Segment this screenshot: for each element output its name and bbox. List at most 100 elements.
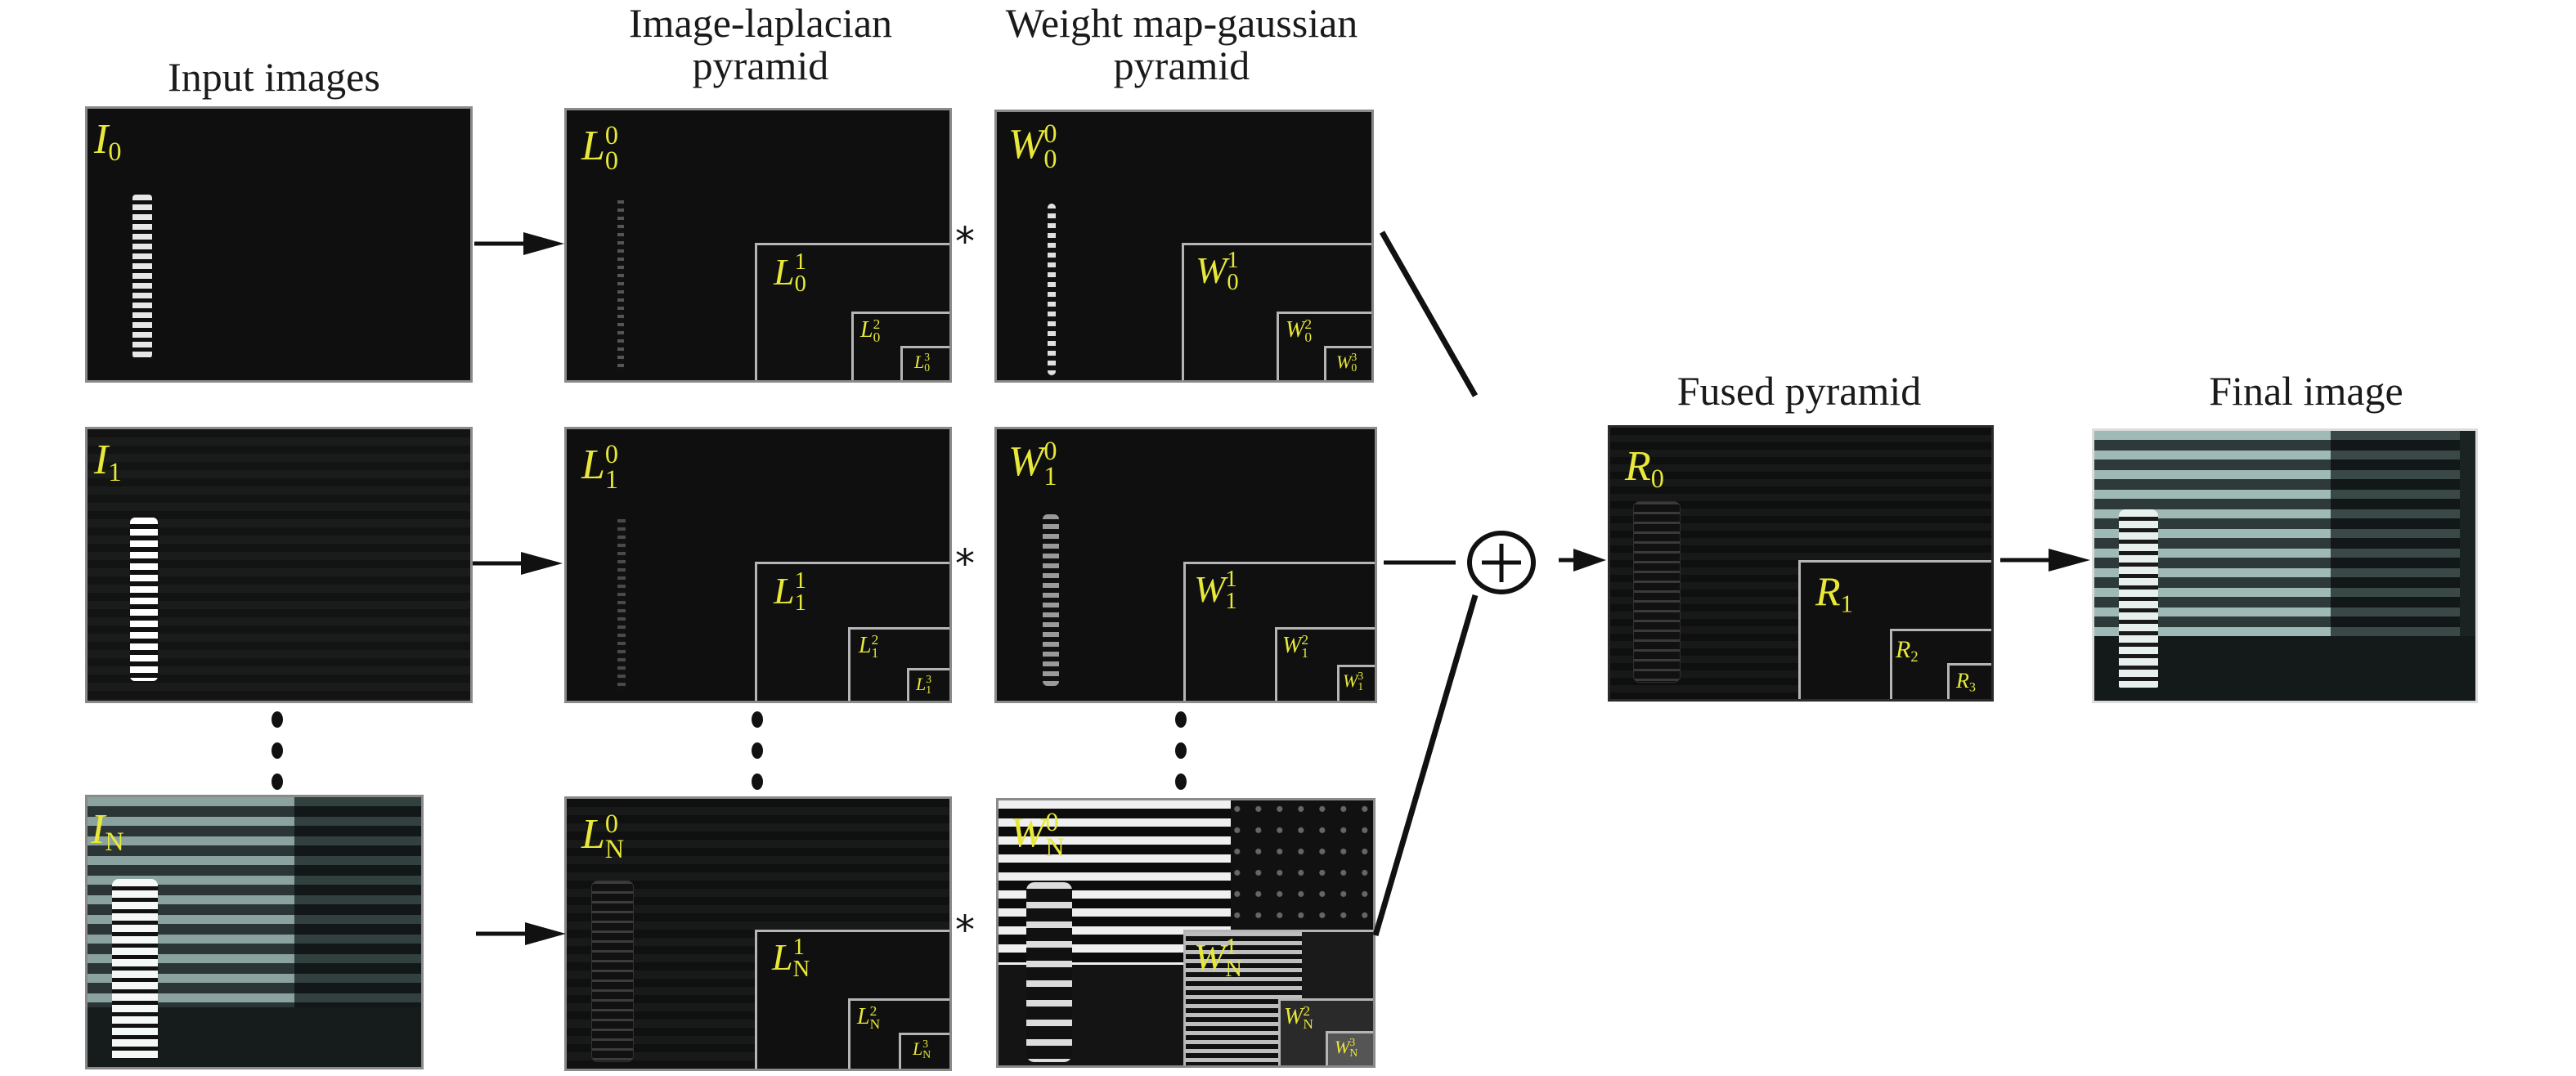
- title-laplacian-pyramid: Image-laplacian pyramid: [564, 2, 957, 87]
- label-I0: I0: [94, 116, 122, 167]
- arrow-input-to-laplacian-N: [476, 922, 566, 945]
- final-image: [2092, 428, 2478, 703]
- multiply-operator-0: *: [955, 219, 975, 265]
- multiply-operator-N: *: [955, 908, 975, 953]
- sum-operator-icon: [1467, 531, 1536, 594]
- line-weightN-to-sum: [1372, 594, 1479, 936]
- label-R3: R3: [1956, 669, 1976, 695]
- label-R2: R2: [1896, 636, 1919, 666]
- fringe-dots: [132, 195, 152, 358]
- title-weight-line2: pyramid: [1113, 43, 1250, 88]
- striped-cylinder: [112, 879, 158, 1059]
- title-weight-line1: Weight map-gaussian: [1005, 0, 1358, 46]
- weight-dots: [1048, 204, 1056, 375]
- dark-stripes: [2330, 431, 2461, 636]
- label-IN: IN: [91, 806, 124, 857]
- arrowhead-icon: [523, 232, 564, 255]
- cylinder-edges: [591, 881, 634, 1062]
- dark-stripes: [294, 797, 421, 1008]
- input-image-1: I1: [85, 427, 473, 703]
- arrow-input-to-laplacian-1: [473, 552, 563, 575]
- title-fused-pyramid: Fused pyramid: [1676, 368, 1922, 414]
- arrow-sum-to-fused: [1559, 549, 1606, 572]
- title-input-images: Input images: [168, 54, 380, 100]
- cylinder-edges: [1633, 501, 1681, 683]
- fused-level-2: R2 R3: [1890, 629, 1991, 699]
- arrowhead-icon: [525, 922, 566, 945]
- weight-dots: [1043, 514, 1059, 686]
- cylinder-mask: [1026, 882, 1072, 1062]
- arrowhead-icon: [2049, 549, 2090, 572]
- fused-level-1: R1 R2 R3: [1798, 560, 1991, 699]
- fringe-trace: [617, 200, 624, 372]
- fringe-dots: [130, 518, 158, 681]
- ellipsis-input: [270, 711, 285, 805]
- arrowhead-icon: [1573, 549, 1606, 572]
- line-weight0-to-sum: [1379, 231, 1479, 397]
- label-R0: R0: [1625, 443, 1664, 494]
- arrow-fused-to-final: [2000, 549, 2090, 572]
- ellipsis-laplacian: [750, 711, 765, 805]
- fused-level-3: R3: [1947, 663, 1991, 699]
- title-laplacian-line1: Image-laplacian: [628, 0, 893, 46]
- label-I1: I1: [94, 437, 122, 487]
- fused-pyramid: R0 R1 R2 R3: [1608, 425, 1994, 702]
- fringe-trace: [617, 519, 626, 691]
- input-image-0: I0: [85, 106, 473, 383]
- ellipsis-weight: [1174, 711, 1188, 805]
- multiply-operator-1: *: [955, 541, 975, 587]
- title-laplacian-line2: pyramid: [692, 43, 829, 88]
- striped-cylinder: [2119, 509, 2158, 688]
- title-final-image: Final image: [2209, 368, 2403, 414]
- title-weight-pyramid: Weight map-gaussian pyramid: [969, 2, 1394, 87]
- label-R1: R1: [1815, 568, 1854, 618]
